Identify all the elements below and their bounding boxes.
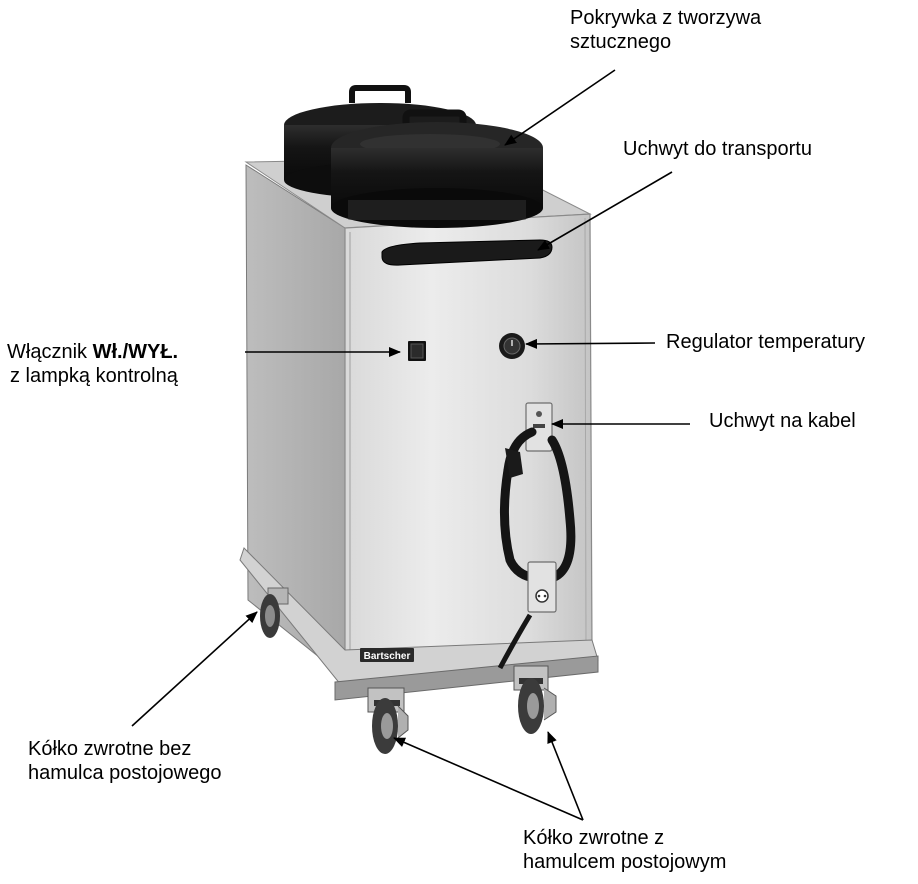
- label-lid-line1: Pokrywka z tworzywa: [570, 7, 762, 29]
- power-switch: [408, 341, 426, 361]
- label-caster-no-brake: Kółko zwrotne bez hamulca postojowego: [28, 737, 221, 785]
- label-thermostat-line1: Regulator temperatury: [666, 331, 865, 353]
- lids: [284, 85, 543, 228]
- arrow-caster-brake-left: [393, 737, 584, 821]
- arrow-lid: [504, 69, 616, 146]
- transport-handle: [381, 239, 553, 266]
- label-switch-line1: Włącznik Wł./WYŁ.: [7, 340, 178, 364]
- label-transport-handle: Uchwyt do transportu: [623, 137, 812, 161]
- brand-plate: Bartscher: [360, 648, 414, 662]
- label-lid: Pokrywka z tworzywa sztucznego: [570, 6, 761, 54]
- label-switch-line2: z lampką kontrolną: [10, 365, 178, 387]
- arrow-thermostat: [525, 338, 656, 349]
- label-cable-holder: Uchwyt na kabel: [709, 409, 856, 433]
- brand-text: Bartscher: [364, 651, 411, 662]
- label-caster-no-brake-line1: Kółko zwrotne bez: [28, 738, 192, 760]
- arrow-caster-no-brake: [131, 611, 258, 727]
- label-thermostat: Regulator temperatury: [666, 330, 865, 354]
- label-switch-bold: Wł./WYŁ.: [92, 341, 179, 363]
- callout-arrows: [131, 69, 690, 821]
- label-caster-brake: Kółko zwrotne z hamulcem postojowym: [523, 826, 726, 874]
- label-power-switch: Włącznik Wł./WYŁ. z lampką kontrolną: [7, 340, 178, 388]
- caster-front-right: [513, 665, 557, 734]
- caster-front-left: [367, 687, 409, 754]
- arrow-handle: [537, 171, 673, 251]
- label-handle-line1: Uchwyt do transportu: [623, 138, 812, 160]
- arrow-caster-brake-right: [547, 731, 584, 821]
- label-cable-holder-line1: Uchwyt na kabel: [709, 410, 856, 432]
- label-lid-line2: sztucznego: [570, 31, 672, 53]
- thermostat-knob: [499, 333, 525, 359]
- front-lid: [331, 109, 543, 228]
- label-caster-brake-line1: Kółko zwrotne z: [523, 827, 665, 849]
- lower-cable-bracket: [527, 561, 557, 613]
- caster-rear-left: [260, 587, 289, 638]
- label-caster-brake-line2: hamulcem postojowym: [523, 851, 727, 873]
- label-caster-no-brake-line2: hamulca postojowego: [28, 762, 222, 784]
- label-switch-prefix: Włącznik: [7, 341, 93, 363]
